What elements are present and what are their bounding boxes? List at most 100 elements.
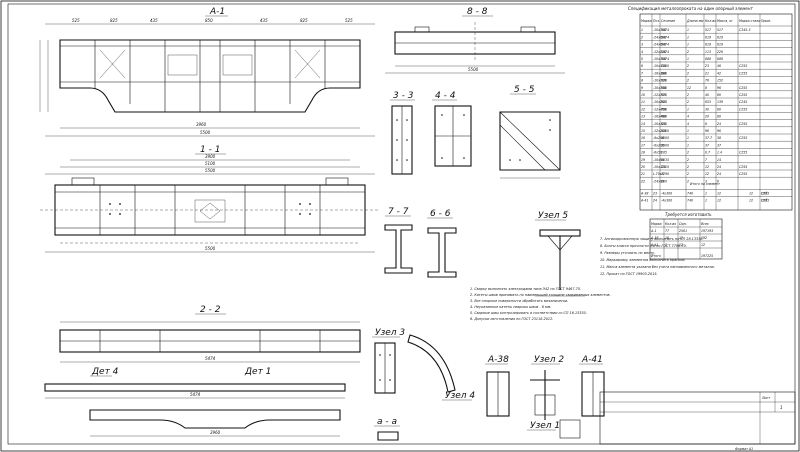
view-a38: А-38 xyxy=(485,355,510,417)
spec-cell: 5474 xyxy=(661,50,669,54)
spec-cell: 11 xyxy=(641,100,645,104)
node-2: Узел 2 xyxy=(530,355,564,420)
spec-cell: 1 xyxy=(687,35,689,39)
title-uzel5: Узел 5 xyxy=(538,211,568,221)
spec-cell: 2 xyxy=(687,64,689,68)
spec-extra-cell: 740 xyxy=(687,191,693,195)
spec-cell: -10х750 xyxy=(653,57,666,61)
spec-cell: 5474 xyxy=(661,28,669,32)
view-a41: А-41 xyxy=(579,355,605,417)
dim: 435 xyxy=(260,18,268,23)
spec-cell: -24х90 xyxy=(653,179,664,183)
spec-cell: -24х600 xyxy=(653,43,666,47)
title-uzel3: Узел 3 xyxy=(375,328,405,338)
dim-a1-total: 5500 xyxy=(200,130,211,135)
elements-cell: 2561 xyxy=(679,229,687,233)
spec-cell: 5474 xyxy=(661,43,669,47)
spec-cell: 688 xyxy=(705,57,711,61)
spec-cell: 619 xyxy=(717,43,723,47)
elements-total: 197225 xyxy=(701,254,713,258)
spec-cell: L-75х8 xyxy=(653,172,664,176)
elements-header: Всех xyxy=(701,222,709,226)
spec-cell: -10х200 xyxy=(653,100,666,104)
dim: 435 xyxy=(150,18,158,23)
spec-cell: 6 xyxy=(717,179,719,183)
spec-header: Марка xyxy=(641,19,652,23)
spec-cell: С255 xyxy=(739,165,747,169)
spec-cell: 21 xyxy=(641,172,645,176)
title-uzel1: Узел 1 xyxy=(530,421,560,431)
title-a38: А-38 xyxy=(487,355,509,365)
spec-cell: 113 xyxy=(705,50,711,54)
spec-cell: 96 xyxy=(717,86,721,90)
spec-grid xyxy=(640,14,792,210)
note: 12. Прокат по ГОСТ 19903-2015. xyxy=(600,272,658,276)
spec-extra-cell: -4х300 xyxy=(661,191,672,195)
stamp-sheet-label: Лист xyxy=(761,396,770,400)
spec-cell: 23 xyxy=(705,64,709,68)
spec-cell: С255 xyxy=(739,107,747,111)
dim-8-8: 5500 xyxy=(468,67,479,72)
spec-cell: -10х90 xyxy=(653,158,664,162)
title-aa: а - а xyxy=(377,417,397,427)
spec-cell: 40 xyxy=(705,93,709,97)
note: 11. Масса элемента указана без учета нап… xyxy=(600,265,715,269)
spec-cell: 1035 xyxy=(661,158,669,162)
spec-extra-cell: 23 xyxy=(653,191,657,195)
spec-cell: 80 xyxy=(717,93,721,97)
title-8-8: 8 - 8 xyxy=(467,7,488,17)
spec-cell: 2 xyxy=(641,35,643,39)
spec-cell: С255 xyxy=(739,172,747,176)
spec-cell: 1 xyxy=(687,28,689,32)
view-7-7: 7 - 7 xyxy=(384,207,413,274)
spec-cell: 46 xyxy=(717,64,721,68)
spec-cell: 2 xyxy=(687,50,689,54)
elements-cell: 12 xyxy=(679,243,683,247)
spec-cell: 17 xyxy=(641,143,645,147)
spec-cell: С255 xyxy=(739,64,747,68)
spec-summary: Итого на элемент xyxy=(690,182,720,186)
spec-cell: -6х50 xyxy=(653,151,662,155)
detail-1: Дет 1 3960 xyxy=(89,367,341,437)
spec-cell: -10х750 xyxy=(653,86,666,90)
detail-4: Дет 4 5474 xyxy=(44,367,346,399)
node-3: Узел 3 xyxy=(372,328,405,394)
spec-cell: -12х200 xyxy=(653,129,666,133)
spec-cell: С255 xyxy=(739,93,747,97)
view-3-3: 3 - 3 xyxy=(390,91,415,175)
note: 1. Сварку выполнять электродами типа Э42… xyxy=(470,287,581,291)
spec-cell: 18 xyxy=(641,151,645,155)
spec-cell: С255 xyxy=(739,86,747,90)
note: 7. Антикоррозионную защиту выполнить по … xyxy=(600,237,704,241)
spec-cell: С255 xyxy=(739,71,747,75)
title-a1: А-1 xyxy=(209,7,225,17)
spec-cell: 400 xyxy=(661,115,667,119)
dim: 5500 xyxy=(205,168,216,173)
spec-cell: 200 xyxy=(661,179,667,183)
spec-cell: 12 xyxy=(705,172,709,176)
spec-cell: 152 xyxy=(717,79,723,83)
spec-cell: 20 xyxy=(641,165,645,169)
spec-cell: 80 xyxy=(717,115,721,119)
title-uzel2: Узел 2 xyxy=(534,355,564,365)
dim-det1: 3960 xyxy=(210,430,221,435)
spec-cell: 7 xyxy=(641,71,643,75)
spec-cell: 12 xyxy=(705,165,709,169)
spec-cell: 1.4 xyxy=(717,151,722,155)
spec-cell: С255 xyxy=(739,122,747,126)
spec-extra-cell: -4х300 xyxy=(661,199,672,203)
dim: 825 xyxy=(300,18,308,23)
elements-cell: 197193 xyxy=(701,229,713,233)
spec-cell: 24 xyxy=(717,172,721,176)
spec-cell: -24х600 xyxy=(653,35,666,39)
dim-a1-inner: 3960 xyxy=(196,122,207,127)
spec-cell: 1 xyxy=(687,143,689,147)
spec-cell: 15 xyxy=(641,129,645,133)
title-2-2: 2 - 2 xyxy=(200,305,221,315)
spec-cell: -10х750 xyxy=(653,28,666,32)
note: 10. Маркировку элементов выполнить краск… xyxy=(600,258,686,262)
spec-cell: 653 xyxy=(705,100,711,104)
spec-extra-cell: 24 xyxy=(653,199,657,203)
spec-cell: -10х120 xyxy=(653,122,666,126)
